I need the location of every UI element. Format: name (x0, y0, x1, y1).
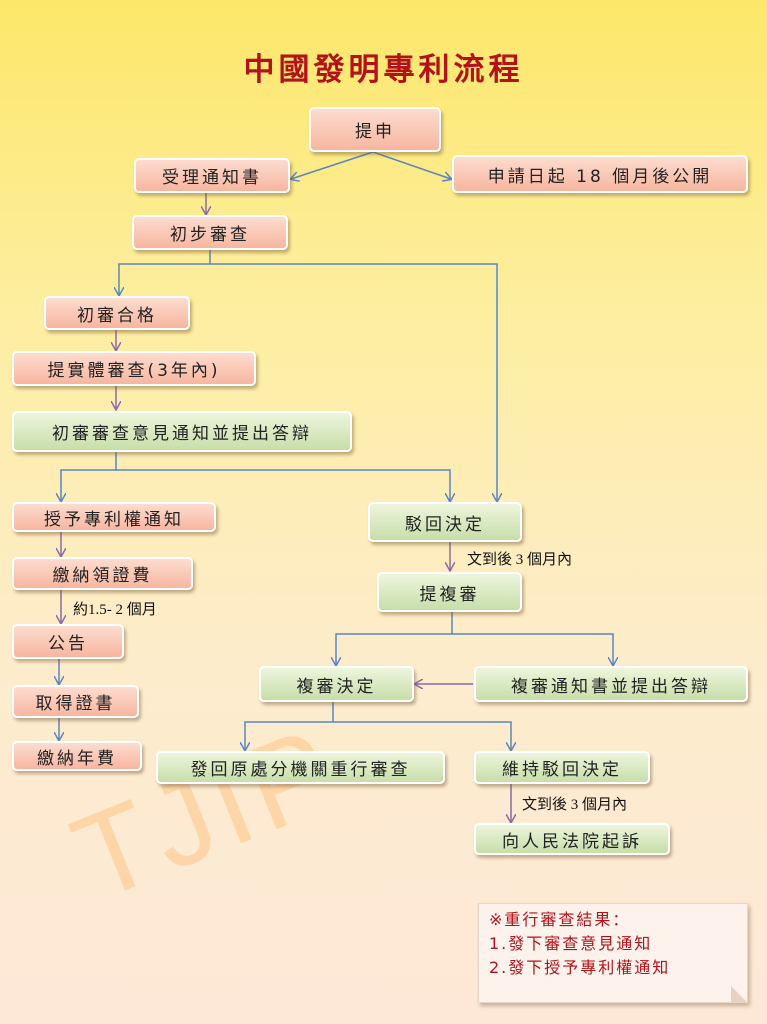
arrow-decision-remand (245, 702, 333, 750)
box-reject: 駁回決定 (368, 502, 522, 542)
arrow-opinion-reject (116, 470, 450, 501)
page-fold-icon (731, 986, 747, 1002)
box-prelim-pass: 初審合格 (44, 296, 190, 330)
box-remand: 發回原處分機關重行審查 (156, 751, 445, 784)
note-box: ※重行審查結果： 1.發下審查意見通知 2.發下授予專利權通知 (478, 903, 748, 1003)
arrow-decision-maintain (333, 722, 511, 750)
box-annual-fee: 繳納年費 (12, 741, 142, 771)
note-heading: ※重行審查結果： (489, 908, 737, 932)
box-reexam-decision: 複審決定 (259, 666, 414, 702)
box-publish: 申請日起 18 個月後公開 (452, 155, 748, 193)
box-pay-fee: 繳納領證費 (12, 557, 193, 590)
arrow-opinion-grant (61, 452, 116, 501)
arrow-reexam-notice (452, 634, 613, 665)
label-within-3-months-reject: 文到後 3 個月內 (467, 548, 572, 569)
box-certificate: 取得證書 (12, 685, 139, 718)
box-file: 提申 (309, 107, 441, 152)
box-accept-notice: 受理通知書 (134, 158, 290, 193)
box-grant-notice: 授予專利權通知 (12, 502, 216, 532)
box-request-substantive: 提實體審查(3年內) (12, 351, 256, 386)
label-within-3-months-lawsuit: 文到後 3 個月內 (522, 793, 627, 814)
box-lawsuit: 向人民法院起訴 (474, 823, 670, 855)
box-announce: 公告 (12, 624, 124, 659)
box-prelim-exam: 初步審查 (132, 215, 288, 250)
arrow-file-accept (291, 152, 373, 179)
box-reexam-notice-reply: 複審通知書並提出答辯 (474, 666, 748, 702)
arrow-reexam-decision (336, 612, 452, 665)
box-reexam: 提複審 (377, 572, 522, 612)
box-opinion-reply: 初審審查意見通知並提出答辯 (12, 411, 352, 452)
arrow-prelim-pass (119, 250, 210, 295)
note-item-2: 2.發下授予專利權通知 (489, 956, 737, 980)
label-approx-months: 約1.5- 2 個月 (73, 598, 157, 619)
note-item-1: 1.發下審查意見通知 (489, 932, 737, 956)
box-maintain-reject: 維持駁回決定 (474, 751, 650, 784)
arrow-file-publish (373, 152, 451, 179)
